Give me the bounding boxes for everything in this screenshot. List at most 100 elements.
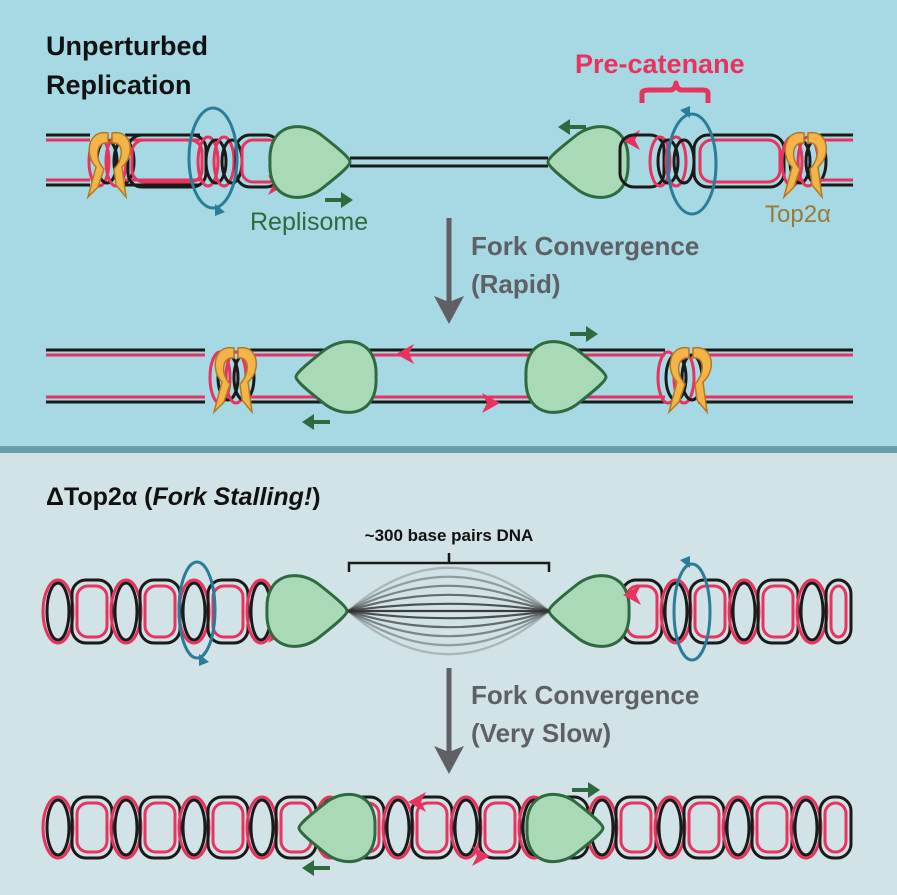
catenane-box-red: [829, 584, 848, 639]
green-arrowhead: [588, 782, 600, 798]
bottom-title-suffix: ): [312, 483, 320, 511]
catenane-box-red: [211, 801, 245, 854]
convergence-label-top-line1: Fork Convergence: [471, 231, 699, 261]
top2-enzyme-icon: [86, 131, 131, 200]
red-strand-arrowhead: [396, 344, 414, 364]
catenane-node-black: [799, 581, 825, 642]
catenane-node-black: [45, 581, 71, 642]
crossover-red: [648, 135, 672, 188]
crossover-red: [196, 135, 220, 188]
top-panel-title-line2: Replication: [46, 70, 192, 100]
swivel-rotation-icon: [666, 112, 718, 216]
top2-enzyme-icon: [212, 346, 257, 415]
daughter-box-black: [618, 133, 666, 189]
swivel-arrowhead: [215, 204, 225, 216]
bottom-title-italic: Fork Stalling!: [152, 483, 312, 511]
precatenane-label: Pre-catenane: [575, 49, 745, 79]
catenane-box-black: [818, 795, 853, 860]
red-strand-arrowhead: [623, 585, 641, 605]
red-strand-arrowhead: [482, 393, 500, 413]
replisome-label: Replisome: [250, 208, 368, 236]
green-arrowhead: [558, 119, 570, 135]
catenane-node-black: [793, 798, 819, 857]
convergence-label-bottom-line2: (Very Slow): [471, 718, 611, 748]
unresolved-dna-strand: [347, 610, 550, 638]
green-arrowhead: [302, 860, 314, 876]
catenane-box-red: [415, 801, 449, 854]
daughter-box-red: [698, 138, 782, 184]
precatenane-brace: [639, 80, 711, 103]
unresolved-dna-strand: [347, 602, 550, 613]
catenane-node-black: [45, 798, 71, 857]
convergence-arrowhead-bottom: [434, 746, 464, 774]
unresolved-dna-strand: [347, 593, 550, 613]
convergence-label-top-line2: (Rapid): [471, 269, 561, 299]
catenane-box-red: [483, 801, 517, 854]
catenane-box-red: [823, 801, 848, 854]
catenane-node-black: [181, 581, 207, 642]
top2-subunit: [782, 132, 805, 200]
top2-subunit: [807, 131, 827, 200]
dna-drawings: [41, 106, 853, 876]
top2-enzyme-icon: [667, 346, 712, 415]
catenane-box-black: [824, 578, 853, 645]
unresolved-dna-strand: [347, 566, 550, 612]
catenane-node-black: [385, 798, 411, 857]
top2-subunit: [667, 347, 690, 415]
catenane-box-red: [211, 584, 245, 639]
top2-subunit: [692, 346, 712, 415]
top2-enzyme-icon: [782, 131, 827, 200]
unresolved-dna-strand: [347, 609, 550, 629]
catenane-box-red: [761, 584, 795, 639]
catenane-box-red: [619, 801, 653, 854]
crossover-black: [656, 138, 680, 185]
replisome-icon: [265, 574, 349, 648]
replisome-icon: [525, 792, 605, 864]
replisome-icon: [546, 125, 630, 199]
bp-bracket: [347, 553, 551, 572]
convergence-arrowhead-top: [434, 296, 464, 324]
swivel-rotation-icon: [672, 562, 712, 662]
swivel-rotation-icon: [177, 560, 217, 660]
top2-subunit: [111, 131, 131, 200]
green-arrowhead: [302, 414, 314, 430]
red-strand-arrowhead: [472, 846, 490, 866]
top2-label: Top2α: [765, 201, 831, 228]
catenane-node-black: [453, 798, 479, 857]
red-strand-arrowhead: [408, 792, 426, 812]
bottom-title-prefix: ΔTop2α (: [46, 483, 153, 511]
bottom-panel-title: ΔTop2α (Fork Stalling!): [46, 483, 321, 511]
catenane-node-black: [113, 581, 139, 642]
swivel-arrowhead: [680, 106, 690, 118]
catenane-node-black: [249, 798, 275, 857]
unresolved-dna-strand: [347, 610, 550, 647]
replisome-icon: [268, 125, 352, 199]
top2-subunit: [86, 132, 109, 200]
catenane-node-black: [731, 581, 757, 642]
replisome-icon: [297, 792, 377, 864]
unresolved-dna-strand: [347, 610, 550, 656]
unresolved-dna-strand: [347, 575, 550, 612]
swivel-arrowhead: [680, 556, 690, 568]
convergence-label-bottom-line1: Fork Convergence: [471, 680, 699, 710]
daughter-box-red: [130, 138, 204, 184]
replisome-icon: [294, 340, 378, 414]
catenane-box-red: [687, 801, 721, 854]
crossover-red: [212, 135, 236, 188]
unresolved-dna-strand: [347, 609, 550, 620]
unresolved-dna-strand: [347, 584, 550, 612]
swivel-rotation-icon: [187, 106, 239, 210]
catenane-box-red: [143, 584, 177, 639]
catenane-box-red: [143, 801, 177, 854]
bracket-label: ~300 base pairs DNA: [365, 526, 534, 545]
catenane-box-red: [755, 801, 789, 854]
panel-divider: [0, 446, 897, 453]
top2-subunit: [237, 346, 257, 415]
catenane-box-red: [75, 584, 109, 639]
green-arrowhead: [586, 326, 598, 342]
crossover-black: [204, 138, 228, 185]
catenane-node-black: [725, 798, 751, 857]
green-arrowhead: [341, 192, 353, 208]
